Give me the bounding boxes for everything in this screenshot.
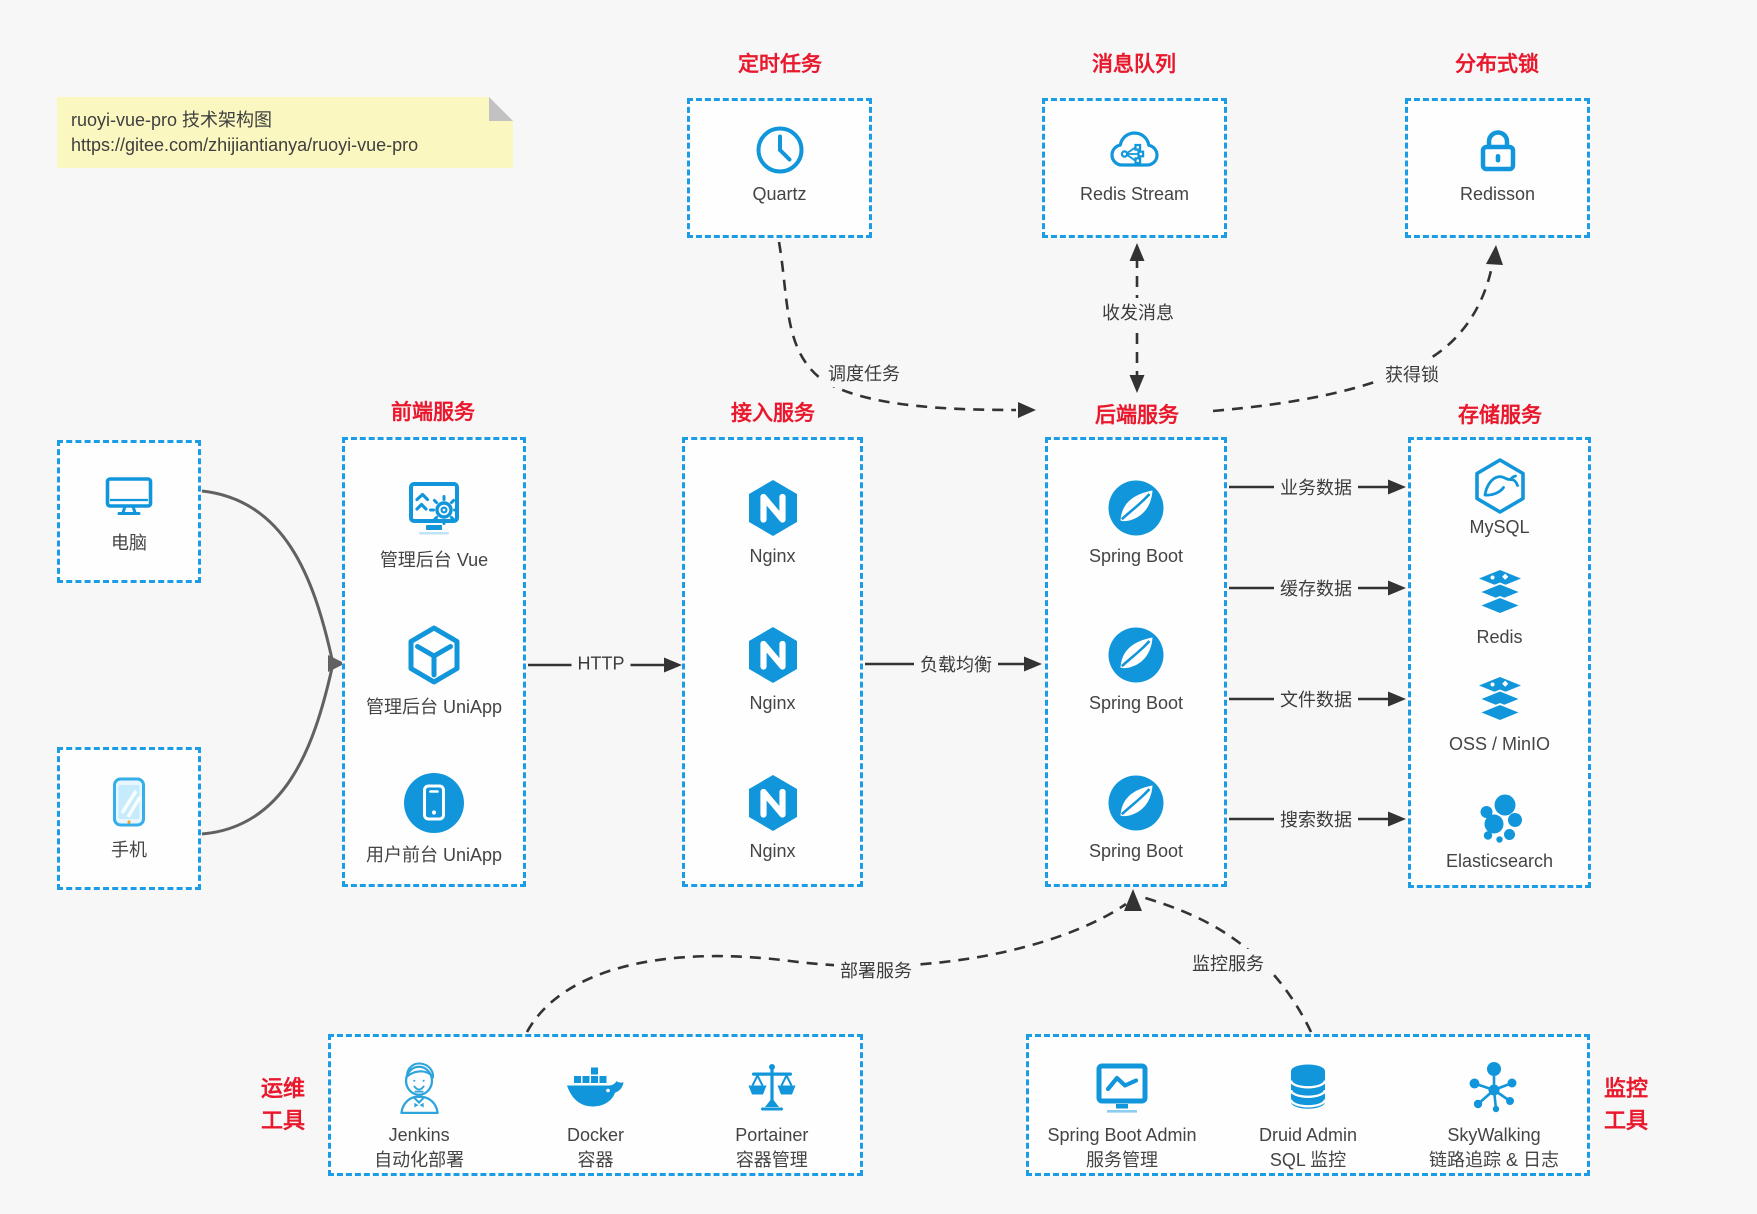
jenkins-icon (390, 1059, 448, 1117)
edge-label-load-balance: 负载均衡 (914, 650, 998, 678)
user-app-icon (402, 771, 466, 835)
ops-item-desc: 容器 (577, 1150, 614, 1170)
backend-item-label: Spring Boot (1088, 841, 1184, 861)
group-title-gateway: 接入服务 (731, 402, 815, 425)
frontend-item-label: 管理后台 Vue (379, 550, 489, 570)
lock-box: Redisson (1405, 98, 1590, 238)
monitor-item-desc: 链路追踪 & 日志 (1428, 1150, 1559, 1170)
storage-item-label: Redis (1476, 627, 1523, 647)
edge-label-message: 收发消息 (1096, 298, 1180, 326)
backend-item-label: Spring Boot (1088, 693, 1184, 713)
storage-item-label: MySQL (1469, 517, 1530, 537)
ops-item-name: Jenkins (388, 1125, 450, 1145)
ops-item-desc: 容器管理 (735, 1150, 808, 1170)
edge-label-acquire-lock: 获得锁 (1379, 360, 1445, 388)
note-corner-fold (489, 97, 513, 121)
clock-icon (753, 123, 807, 177)
frontend-item-label: 管理后台 UniApp (365, 697, 503, 717)
skywalking-icon (1466, 1059, 1522, 1117)
redis-stack-icon (1472, 568, 1528, 624)
storage-item-label: Elasticsearch (1445, 851, 1554, 871)
edge-label-deploy: 部署服务 (834, 956, 918, 984)
ops-item-name: Docker (566, 1125, 624, 1145)
arrowhead-frontend (328, 655, 345, 672)
scheduler-box: Quartz (687, 98, 872, 238)
gateway-item-label: Nginx (749, 693, 796, 713)
group-title-storage: 存储服务 (1458, 404, 1542, 427)
lock-icon (1473, 125, 1523, 175)
uniapp-cube-icon (403, 624, 465, 686)
edge-schedule (777, 241, 1017, 412)
desktop-icon (102, 470, 156, 520)
edge-computer-to-frontend (201, 489, 334, 660)
smartphone-icon (106, 775, 152, 829)
computer-label: 电脑 (111, 533, 147, 553)
monitor-box: Spring Boot Admin 服务管理 Druid Admin SQL 监… (1026, 1034, 1590, 1176)
storage-box: MySQL Redis OSS / MinIO Elasticsearch (1408, 437, 1591, 888)
ops-box: Jenkins 自动化部署 Docker 容器 Portainer 容器管理 (328, 1034, 863, 1176)
edge-label-search-data: 搜索数据 (1274, 805, 1358, 833)
mq-box: Redis Stream (1042, 98, 1227, 238)
redis-stream-label: Redis Stream (1079, 184, 1190, 204)
admin-vue-icon (402, 479, 466, 537)
monitor-item-name: Druid Admin (1258, 1125, 1358, 1145)
monitor-item-name: SkyWalking (1447, 1125, 1541, 1145)
monitor-item-desc: SQL 监控 (1269, 1150, 1347, 1170)
ops-item-name: Portainer (735, 1125, 809, 1145)
gateway-box: Nginx Nginx Nginx (682, 437, 863, 887)
frontend-box: 管理后台 Vue 管理后台 UniApp 用户前台 UniApp (342, 437, 526, 887)
monitor-item-name: Spring Boot Admin (1047, 1125, 1197, 1145)
druid-database-icon (1282, 1061, 1334, 1115)
computer-box: 电脑 (57, 440, 201, 583)
group-title-frontend: 前端服务 (391, 401, 475, 424)
portainer-icon (744, 1062, 800, 1114)
monitor-item-desc: 服务管理 (1086, 1150, 1158, 1170)
redisson-label: Redisson (1459, 184, 1536, 204)
edge-label-file-data: 文件数据 (1274, 685, 1358, 713)
spring-boot-icon (1107, 479, 1165, 537)
edge-label-monitor: 监控服务 (1186, 949, 1270, 977)
oss-minio-stack-icon (1472, 675, 1528, 731)
sticky-note: ruoyi-vue-pro 技术架构图 https://gitee.com/zh… (57, 97, 513, 168)
cloud-stream-icon (1107, 127, 1163, 173)
gateway-item-label: Nginx (749, 546, 796, 566)
group-title-scheduler: 定时任务 (738, 53, 822, 76)
quartz-label: Quartz (752, 184, 807, 204)
edge-phone-to-frontend (201, 667, 334, 836)
backend-item-label: Spring Boot (1088, 546, 1184, 566)
phone-label: 手机 (111, 840, 147, 860)
edge-deploy (525, 902, 1127, 1033)
group-title-backend: 后端服务 (1095, 404, 1179, 427)
elasticsearch-icon (1472, 792, 1528, 848)
nginx-icon (745, 625, 801, 685)
edge-label-schedule: 调度任务 (822, 359, 906, 387)
frontend-item-label: 用户前台 UniApp (365, 845, 503, 865)
storage-item-label: OSS / MinIO (1448, 734, 1551, 754)
nginx-icon (745, 478, 801, 538)
backend-box: Spring Boot Spring Boot Spring Boot (1045, 437, 1227, 887)
edge-monitor (1141, 895, 1313, 1033)
spring-boot-icon (1107, 626, 1165, 684)
mysql-icon (1472, 457, 1528, 515)
gateway-item-label: Nginx (749, 841, 796, 861)
monitor-tools-label: 监控 工具 (1604, 1076, 1649, 1133)
group-title-mq: 消息队列 (1092, 53, 1176, 76)
group-title-lock: 分布式锁 (1455, 53, 1539, 76)
edge-label-cache-data: 缓存数据 (1274, 574, 1358, 602)
spring-boot-icon (1107, 774, 1165, 832)
edge-label-biz-data: 业务数据 (1274, 473, 1358, 501)
nginx-icon (745, 773, 801, 833)
ops-tools-label: 运维 工具 (260, 1076, 305, 1133)
edge-acquire-lock (1212, 260, 1495, 413)
note-title: ruoyi-vue-pro 技术架构图 (71, 110, 273, 130)
note-url: https://gitee.com/zhijiantianya/ruoyi-vu… (71, 135, 419, 155)
phone-box: 手机 (57, 747, 201, 890)
docker-icon (564, 1064, 626, 1112)
edge-label-http: HTTP (571, 652, 631, 676)
ops-item-desc: 自动化部署 (374, 1150, 465, 1170)
spring-boot-admin-icon (1094, 1062, 1150, 1114)
